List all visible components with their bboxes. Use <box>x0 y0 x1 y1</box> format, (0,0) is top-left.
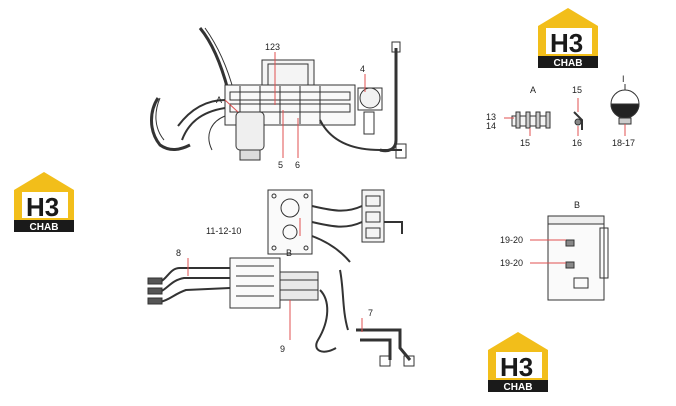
svg-text:H3: H3 <box>26 192 59 222</box>
callout-19-20-upper: 19-20 <box>500 235 523 245</box>
callout-8: 8 <box>176 248 181 258</box>
brand-logo-left: H3 CHAB <box>14 172 74 233</box>
top-hydraulic-assembly <box>150 27 407 161</box>
callout-a-top: A <box>216 95 222 105</box>
brand-logo-bottom: H3 CHAB <box>488 332 548 393</box>
callout-b-detail: B <box>574 200 580 210</box>
callout-5: 5 <box>278 160 283 170</box>
svg-text:CHAB: CHAB <box>504 382 533 393</box>
callout-i-detail: I <box>622 74 625 84</box>
callout-19-20-lower: 19-20 <box>500 258 523 268</box>
svg-text:H3: H3 <box>500 352 533 382</box>
svg-text:CHAB: CHAB <box>554 58 583 69</box>
callout-123: 123 <box>265 42 280 52</box>
callout-b-mid: B <box>286 248 292 258</box>
svg-text:H3: H3 <box>550 28 583 58</box>
callout-18-17: 18-17 <box>612 138 635 148</box>
callout-14: 14 <box>486 121 496 131</box>
callout-15-top: 15 <box>572 85 582 95</box>
callout-15: 15 <box>520 138 530 148</box>
callout-4: 4 <box>360 64 365 74</box>
callout-16: 16 <box>572 138 582 148</box>
detail-b-tank <box>530 215 609 301</box>
callout-labels: 123 4 A 5 6 11-12-10 B 8 9 7 A 13 14 15 … <box>176 42 635 354</box>
brand-logo-top-right: H3 CHAB <box>538 8 598 69</box>
callout-6: 6 <box>295 160 300 170</box>
detail-a-bracket <box>504 98 583 136</box>
detail-i-tank-cap <box>610 84 640 136</box>
callout-11-12-10: 11-12-10 <box>206 226 241 236</box>
callout-13: 13 <box>486 112 496 122</box>
callout-9: 9 <box>280 344 285 354</box>
callout-a-detail: A <box>530 85 536 95</box>
svg-text:CHAB: CHAB <box>30 222 59 233</box>
bottom-valve-assembly <box>147 189 415 367</box>
callout-7: 7 <box>368 308 373 318</box>
